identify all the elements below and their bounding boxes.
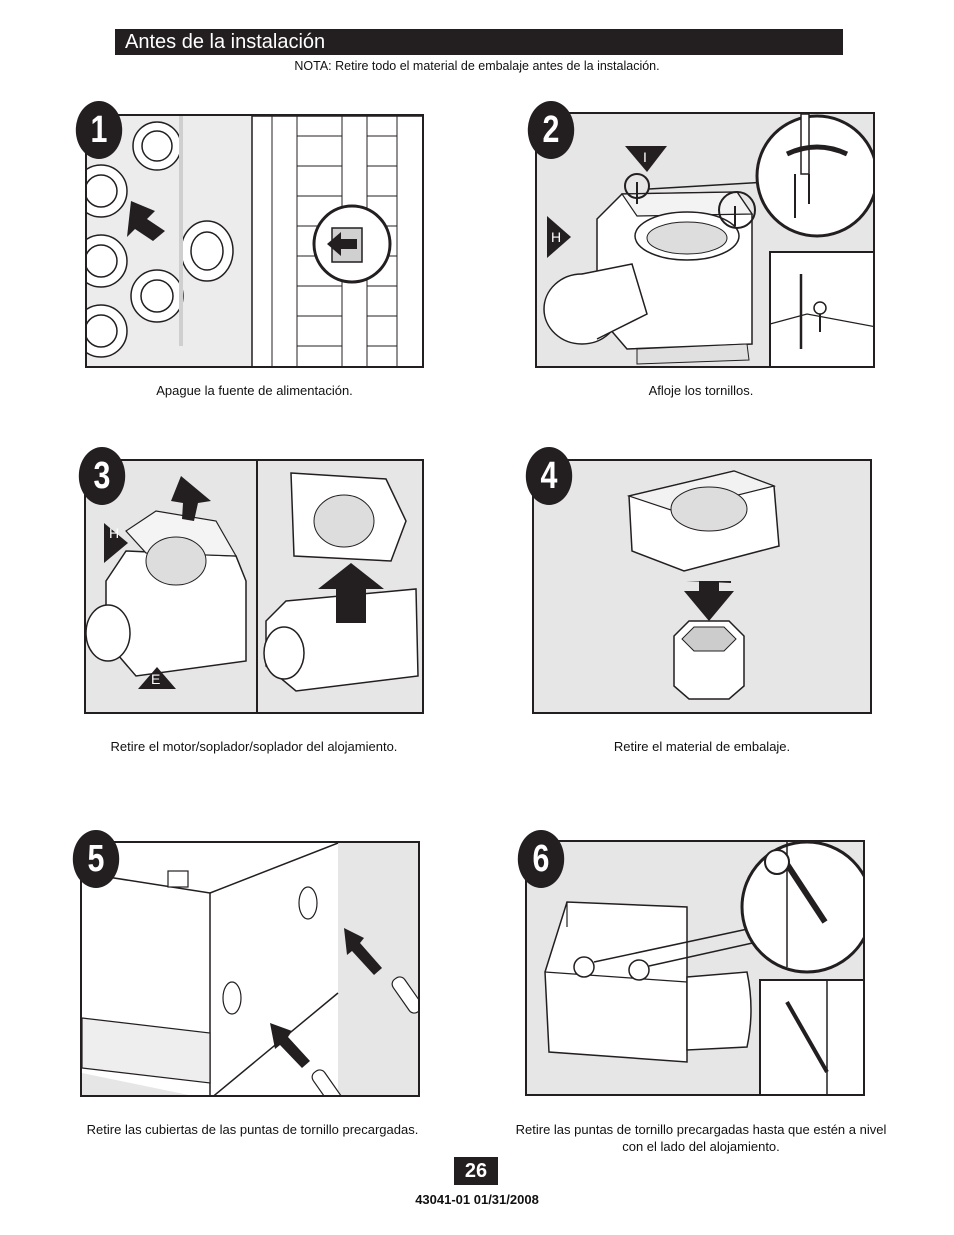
step-2-illustration: I H xyxy=(535,112,875,368)
step-6-badge: 6 xyxy=(517,830,565,888)
step-2-caption: Afloje los tornillos. xyxy=(648,383,754,398)
step-3-badge: 3 xyxy=(78,447,126,505)
packing-note: NOTA: Retire todo el material de embalaj… xyxy=(294,59,660,73)
step-1-illustration xyxy=(85,114,424,368)
step-2-badge: 2 xyxy=(527,101,575,159)
step-5-illustration xyxy=(80,841,420,1097)
step-5-badge: 5 xyxy=(72,830,120,888)
step-4-illustration xyxy=(532,459,872,714)
step-6-illustration xyxy=(525,840,865,1096)
step-4-badge: 4 xyxy=(525,447,573,505)
step-3-illustration: H E xyxy=(84,459,424,714)
label-i: I xyxy=(643,149,647,165)
step-1-caption: Apague la fuente de alimentación. xyxy=(156,383,353,398)
document-id: 43041-01 01/31/2008 xyxy=(415,1192,539,1207)
step-3-caption: Retire el motor/soplador/soplador del al… xyxy=(110,739,398,754)
label-e: E xyxy=(151,671,161,687)
step-6-caption: Retire las puntas de tornillo precargada… xyxy=(515,1122,887,1154)
step-4-caption: Retire el material de embalaje. xyxy=(613,739,791,754)
page-number: 26 xyxy=(454,1157,498,1185)
label-h: H xyxy=(551,229,562,245)
label-h: H xyxy=(109,525,120,541)
step-1-badge: 1 xyxy=(75,101,123,159)
step-5-caption: Retire las cubiertas de las puntas de to… xyxy=(86,1122,419,1137)
section-title: Antes de la instalación xyxy=(115,29,843,55)
